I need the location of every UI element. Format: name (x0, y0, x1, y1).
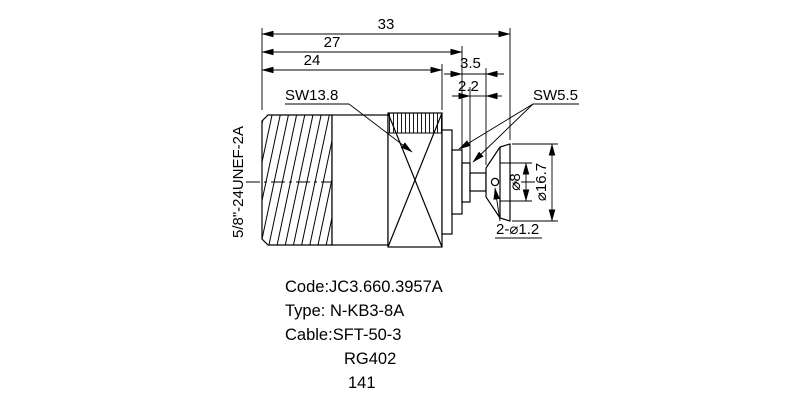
sw5-5-leader-2 (472, 103, 534, 163)
rear-pin (469, 172, 487, 192)
connector-body (261, 112, 511, 248)
threaded-coupling (261, 114, 333, 246)
rear-flange (441, 129, 453, 235)
note-cable-alt: RG402 (344, 350, 396, 368)
dia16-7-label: ⌀16.7 (533, 163, 550, 201)
knurl-band (387, 112, 443, 134)
dim-label-24: 24 (304, 52, 321, 69)
note-type: Type: N-KB3-8A (285, 302, 404, 320)
note-code: Code:JC3.660.3957A (285, 278, 443, 296)
thread-spec-label: 5/8"-24UNEF-2A (230, 126, 247, 238)
dia8-label: ⌀8 (507, 173, 524, 190)
dim-label-33: 33 (378, 16, 395, 33)
sw5-5-leader-1 (458, 103, 534, 150)
dim-label-sw13-8: SW13.8 (285, 87, 338, 104)
dim-label-3-5: 3.5 (460, 55, 481, 72)
body-sleeve (331, 114, 389, 246)
dim-label-27: 27 (324, 34, 341, 51)
rear-step-1 (451, 149, 463, 215)
dim-label-2-2: 2.2 (458, 78, 479, 95)
rear-step-2 (461, 162, 471, 203)
hole-label: 2-⌀1.2 (496, 221, 539, 238)
dimension-labels: 33 27 24 3.5 2.2 SW13.8 SW5.5 5/8"-24UNE… (230, 16, 578, 238)
dimension-lines (261, 30, 579, 239)
note-length: 141 (348, 374, 376, 392)
note-cable: Cable:SFT-50-3 (285, 326, 401, 344)
hole-leader (493, 187, 501, 222)
dim-label-sw5-5: SW5.5 (533, 87, 578, 104)
notes-block: Code:JC3.660.3957A Type: N-KB3-8A Cable:… (285, 278, 443, 392)
sw13-8-leader (348, 103, 413, 153)
knurl-cross-2 (387, 112, 443, 248)
crimp-hole (490, 177, 500, 187)
